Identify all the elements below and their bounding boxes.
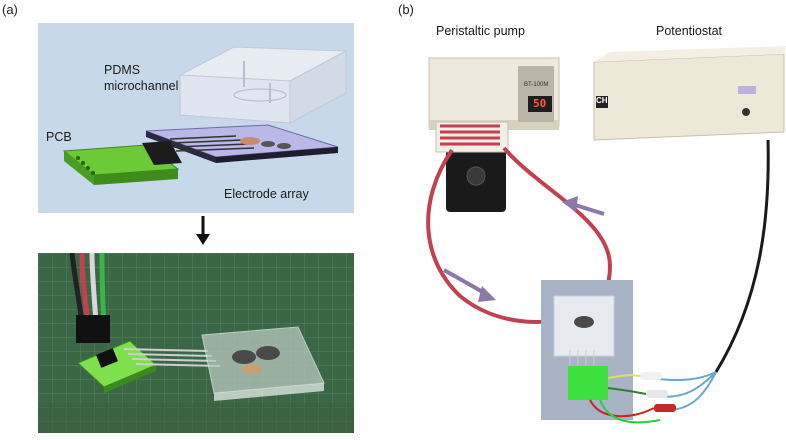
pcb-board-front <box>94 169 178 185</box>
pump-control-panel <box>518 66 554 122</box>
potentiostat-brand: CH <box>596 96 608 105</box>
potentiostat-label: Potentiostat <box>656 24 723 38</box>
working-electrode <box>240 137 260 145</box>
panel-a-label: (a) <box>2 2 18 17</box>
pcb-connector <box>142 141 182 165</box>
schematic-illustration: PDMS microchannel PCB Electrode array <box>38 23 354 213</box>
test-clip <box>76 315 110 343</box>
pump-display-value: 50 <box>533 97 547 110</box>
peristaltic-pump-label: Peristaltic pump <box>436 24 525 38</box>
device-photo-drawing <box>38 253 354 433</box>
clip-red <box>654 404 676 412</box>
clip-white-2 <box>646 390 668 398</box>
pump-model-text: BT-100M <box>524 82 549 88</box>
pdms-label-line2: microchannel <box>104 79 179 93</box>
setup-pcb <box>568 366 608 400</box>
pump-display <box>528 96 552 112</box>
pdms-block-side <box>289 50 347 124</box>
pdms-channel <box>233 88 287 102</box>
flow-arrow-icon <box>443 268 489 297</box>
electrode-pad <box>232 350 256 364</box>
flow-arrow-icon-2 <box>571 202 605 216</box>
electrode-substrate-edge <box>216 147 338 163</box>
device-photo <box>38 253 354 433</box>
panel-b-label: (b) <box>398 2 414 17</box>
inlet-tubing <box>426 148 569 324</box>
potentiostat-body <box>593 53 785 141</box>
electrode-array-label: Electrode array <box>224 187 309 201</box>
clip-white <box>640 372 662 380</box>
potentiostat-cable <box>714 139 770 373</box>
schematic-drawing <box>62 46 348 185</box>
pcb-label: PCB <box>46 130 72 144</box>
pdms-label-line1: PDMS <box>104 63 141 77</box>
